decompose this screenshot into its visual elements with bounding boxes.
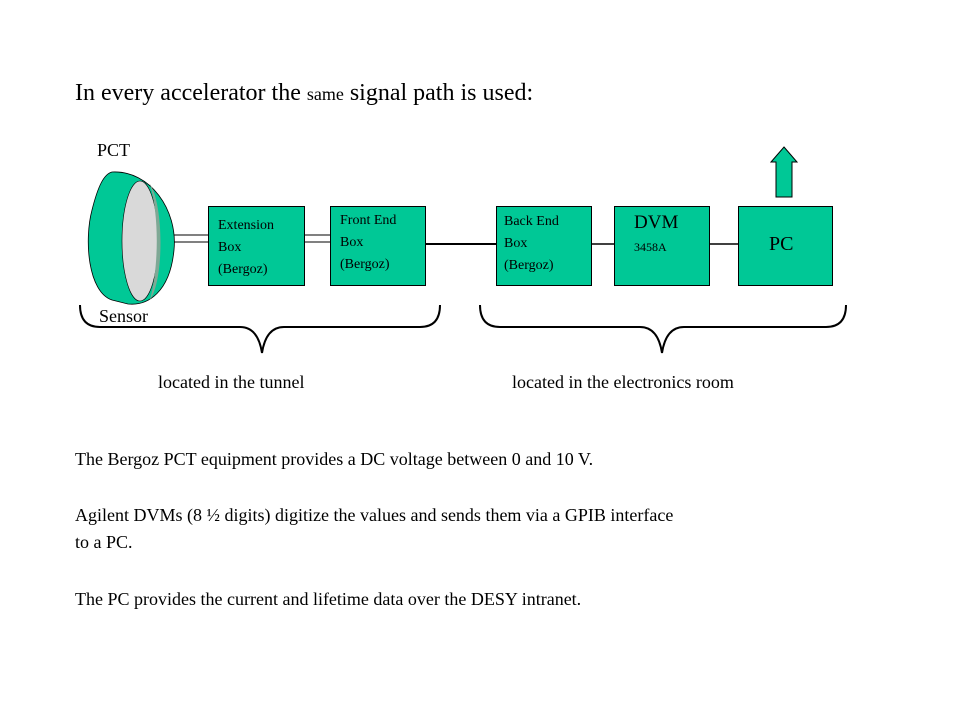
title-part-3: signal path is used: — [343, 80, 534, 106]
dvm-title: DVM — [634, 212, 679, 233]
paragraph-dvm-line-2: to a PC. — [75, 532, 133, 552]
sensor-label: Sensor — [99, 306, 148, 326]
electronics-room-brace — [479, 304, 847, 354]
back-end-box: Back End Box (Bergoz) — [496, 206, 592, 286]
pct-sensor-icon — [87, 171, 175, 305]
back-end-box-label: Back End Box (Bergoz) — [504, 214, 559, 273]
up-arrow-icon — [769, 146, 799, 198]
tunnel-brace — [79, 304, 441, 354]
title-part-2: same — [306, 84, 344, 104]
pct-label: PCT — [97, 140, 131, 160]
extension-box-label: Extension Box (Bergoz) — [218, 218, 274, 277]
paragraph-pc-data: The PC provides the current and lifetime… — [75, 589, 582, 609]
paragraph-dvm-line-1: Agilent DVMs (8 ½ digits) digitize the v… — [75, 505, 674, 525]
pc-box: PC — [738, 206, 833, 286]
front-end-box-label: Front End Box (Bergoz) — [340, 213, 397, 272]
front-end-box: Front End Box (Bergoz) — [330, 206, 426, 286]
paragraph-dc-voltage: The Bergoz PCT equipment provides a DC v… — [75, 449, 594, 469]
title-part-1: In every accelerator the — [75, 80, 307, 106]
dvm-model: 3458A — [634, 240, 667, 254]
tunnel-label: located in the tunnel — [158, 372, 305, 392]
extension-box: Extension Box (Bergoz) — [208, 206, 305, 286]
pc-label: PC — [769, 233, 794, 255]
page-title: In every accelerator the same signal pat… — [75, 80, 533, 107]
dvm-box: DVM 3458A — [614, 206, 710, 286]
electronics-room-label: located in the electronics room — [512, 372, 734, 392]
